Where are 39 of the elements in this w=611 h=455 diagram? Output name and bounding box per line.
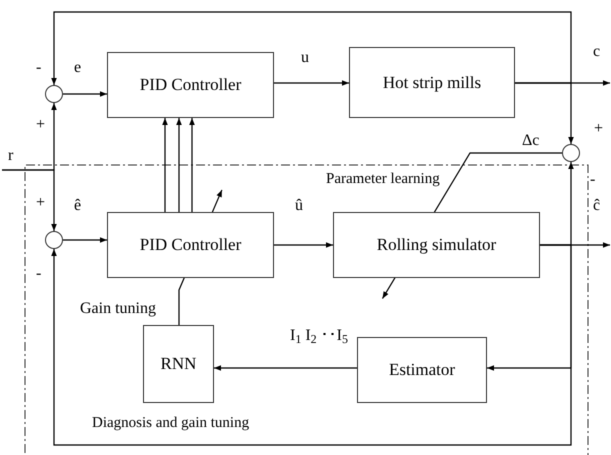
process-box: RNN <box>143 325 214 403</box>
process-box: Estimator <box>357 337 487 403</box>
edge-label: Gain tuning <box>80 301 156 317</box>
sign-label: + <box>594 121 604 137</box>
process-box: PID Controller <box>107 212 274 278</box>
arrow <box>176 118 182 212</box>
arrow <box>214 365 357 371</box>
note-text: Parameter learning <box>326 172 440 187</box>
edge-label: ĉ <box>593 198 600 214</box>
edge-label: r <box>8 148 14 164</box>
edge-label: I$_{1}$ I$_{2}$ ･･I$_{5}$ <box>290 328 348 344</box>
summing-junction <box>562 144 580 162</box>
arrow <box>274 80 349 86</box>
sign-label: - <box>36 60 42 76</box>
edge-label: û <box>295 198 303 214</box>
summing-junction <box>45 85 63 103</box>
arrow <box>189 118 195 212</box>
edge-label: Δc <box>522 133 540 149</box>
summing-junction <box>45 231 63 249</box>
arrow <box>162 118 168 212</box>
sign-label: + <box>36 195 46 211</box>
arrow <box>63 237 107 243</box>
arrow <box>63 91 107 97</box>
process-box: PID Controller <box>107 52 274 118</box>
sign-label: - <box>590 172 596 188</box>
edge-label: ê <box>74 198 82 214</box>
process-box: Hot strip mills <box>349 47 515 118</box>
arrow <box>274 242 333 248</box>
arrow <box>487 244 572 371</box>
process-box: Rolling simulator <box>333 212 540 278</box>
arrow <box>515 82 574 144</box>
note-text: Diagnosis and gain tuning <box>92 416 250 431</box>
edge-label: u <box>301 50 309 66</box>
edge-label: e <box>74 60 82 76</box>
arrow <box>2 169 57 231</box>
edge-label: c <box>593 44 600 60</box>
sign-label: + <box>36 117 46 133</box>
arrow <box>51 11 572 85</box>
sign-label: - <box>36 266 42 282</box>
